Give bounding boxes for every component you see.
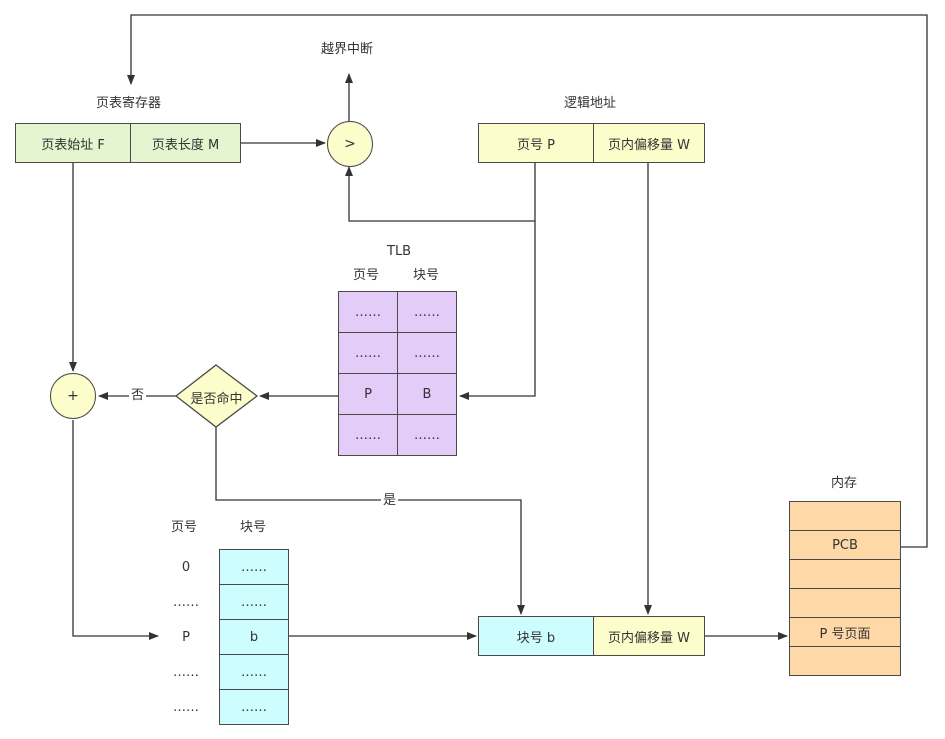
no-label: 否	[129, 388, 147, 404]
page-table-block-cell: ……	[219, 584, 289, 620]
yes-label: 是	[381, 493, 399, 509]
logical-page-cell: 页号 P	[478, 123, 594, 163]
tlb-cell: ……	[338, 414, 398, 456]
page-to-compare-line	[345, 163, 536, 222]
diamond-yes-line	[215, 427, 525, 615]
adder-circle: +	[50, 373, 96, 419]
memory-label: 内存	[831, 476, 858, 491]
pt-col-page-label: 页号	[171, 520, 198, 535]
page-table-block-cell: b	[219, 619, 289, 655]
register-length-cell: 页表长度 M	[130, 123, 241, 163]
register-start-cell: 页表始址 F	[15, 123, 131, 163]
physical-block-cell: 块号 b	[478, 616, 594, 656]
tlb-cell: ……	[338, 291, 398, 333]
logical-offset-cell: 页内偏移量 W	[593, 123, 705, 163]
memory-cell	[789, 646, 901, 676]
tlb-cell: ……	[397, 291, 457, 333]
tlb-cell: B	[397, 373, 457, 415]
hit-check-label: 是否命中	[190, 392, 243, 407]
tlb-cell: P	[338, 373, 398, 415]
page-to-tlb-line	[459, 221, 536, 400]
tlb-cell: ……	[397, 414, 457, 456]
page-table-page-number: ……	[173, 594, 199, 610]
page-table-page-number: 0	[181, 559, 191, 575]
page-table-block-cell: ……	[219, 654, 289, 690]
tlb-label: TLB	[387, 244, 412, 259]
tlb-cell: ……	[338, 332, 398, 374]
memory-cell	[789, 501, 901, 531]
page-table-register-label: 页表寄存器	[96, 96, 162, 111]
compare-circle: >	[327, 121, 373, 167]
pt-col-block-label: 块号	[240, 520, 267, 535]
page-table-page-number: ……	[173, 664, 199, 680]
hit-check-diamond	[174, 364, 259, 428]
physical-offset-cell: 页内偏移量 W	[593, 616, 705, 656]
memory-cell: P 号页面	[789, 617, 901, 647]
overflow-interrupt-label: 越界中断	[321, 42, 374, 57]
page-table-block-cell: ……	[219, 549, 289, 585]
page-table-page-number: ……	[173, 699, 199, 715]
page-table-block-cell: ……	[219, 689, 289, 725]
memory-cell: PCB	[789, 530, 901, 560]
tlb-col-page-label: 页号	[353, 268, 380, 283]
tlb-col-block-label: 块号	[413, 268, 440, 283]
adder-to-pagetable-line	[72, 420, 159, 640]
pcb-to-register-line	[127, 14, 928, 548]
page-table-page-number: P	[182, 629, 190, 645]
memory-cell	[789, 559, 901, 589]
memory-cell	[789, 588, 901, 618]
logical-address-label: 逻辑地址	[564, 96, 617, 111]
tlb-cell: ……	[397, 332, 457, 374]
